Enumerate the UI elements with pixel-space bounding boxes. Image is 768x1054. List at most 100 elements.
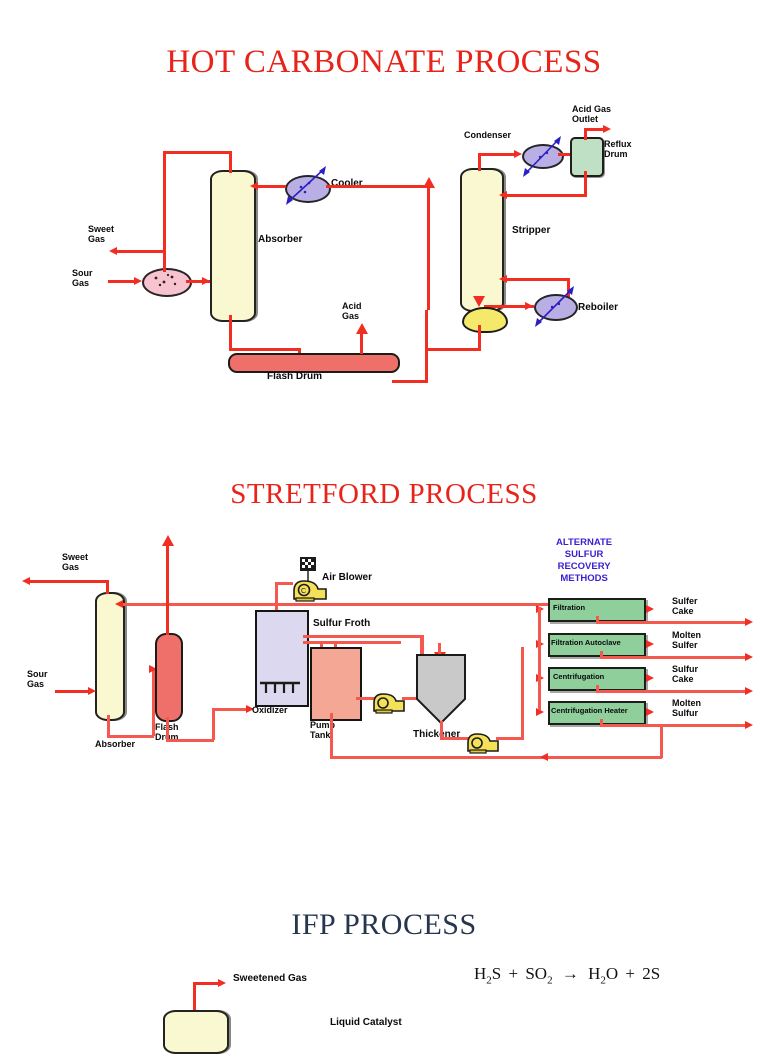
recovery-box-3-label: Centrifugation Heater [551,706,628,715]
pipe-reflux-return-drop [584,171,587,197]
arrow-flash-vent [162,535,174,546]
equation-plus-2: + [625,964,635,983]
thickener-vessel [416,654,466,725]
pipe-tank-to-pump [356,697,378,700]
arrow-into-oxidizer [246,705,254,713]
solution-pump [373,693,405,714]
pipe-air-in [275,582,293,585]
air-blower: C [293,557,327,602]
reflux-drum-label: Reflux Drum [604,139,632,159]
equation-arrow: → [561,964,579,983]
pipe-absorber-top-riser [229,151,232,173]
recovery-output-2-label: Sulfur Cake [672,664,698,684]
pipe-output-drop-0 [596,616,599,623]
stretford-title: STRETFORD PROCESS [230,478,538,510]
ifp-title: IFP PROCESS [291,908,477,941]
equation-so2: SO2 [525,964,556,987]
recovery-output-0-label: Sulfer Cake [672,596,698,616]
pipe-flash-to-ox-1 [166,739,214,742]
equation-h2o-sub: 2 [600,974,606,987]
hot-carbonate-diagram: Absorber Sour Gas Sweet Gas [0,95,768,395]
pipe-sour-gas-in [108,280,136,283]
pipe-lean-return-top [122,603,638,606]
pipe-reboiler-return [506,278,570,281]
inlet-separator-speckles [154,273,177,287]
stretford-absorber-label: Absorber [95,739,136,749]
pipe-slurry-pump-out [496,737,524,740]
pipe-lean-run [425,348,481,351]
arrow-acid-gas-outlet [603,125,611,133]
arrow-rich-riser [423,177,435,188]
pipe-flash-to-ox-2 [212,708,250,711]
oxidizer-vessel [255,610,309,707]
equation-2s: 2S [642,964,661,983]
pipe-stretford-sweet-out [30,580,108,583]
pipe-froth-top [303,635,423,638]
pipe-mixer-to-absorber [186,280,210,283]
recovery-box-1 [548,633,646,657]
sweetened-gas-label: Sweetened Gas [233,973,307,984]
pipe-rich-to-cooler [326,185,430,188]
ifp-equation: H2S + SO2 → H2O + 2S [474,964,660,986]
arrow-recovery-out-3 [646,708,654,716]
pipe-stretford-sour-in [55,690,91,693]
pipe-reflux-return [506,194,586,197]
arrow-output-run-2 [745,687,753,695]
pipe-absorber-bottom-drop [107,715,110,737]
liquid-catalyst-label: Liquid Catalyst [330,1017,402,1028]
pipe-slurry-riser [521,647,524,739]
absorber-vessel [210,170,256,322]
sour-gas-label: Sour Gas [72,268,93,288]
inlet-separator [142,268,192,297]
arrow-stretford-sweet-out [22,577,30,585]
pipe-sweet-gas-out [117,250,165,253]
equation-so2-so: SO [525,964,548,983]
absorber-label: Absorber [258,234,303,245]
acid-gas-outlet-label: Acid Gas Outlet [572,104,612,124]
oxidizer-label: Oxidizer [252,705,288,715]
pipe-sump-to-reboiler [484,305,534,308]
arrow-cooler-to-absorber [250,182,258,190]
pipe-absorber-to-flash2 [107,735,154,738]
equation-h2s-s: S [491,964,502,983]
stretford-sweet-gas-label: Sweet Gas [62,552,89,572]
arrow-into-flash [149,665,157,673]
arrow-recovery-out-0 [646,605,654,613]
hot-carbonate-title: HOT CARBONATE PROCESS [166,44,602,80]
condenser-duty-arrows [523,136,561,177]
pipe-recovery-manifold [538,607,541,710]
sulfur-froth-label: Sulfur Froth [313,618,371,629]
pipe-cooler-to-absorber [256,185,286,188]
equation-so2-sub: 2 [547,974,553,987]
stripper-vessel [460,168,504,312]
condenser-label: Condenser [464,130,512,140]
ifp-diagram: Sweetened Gas Liquid Catalyst H2S + SO2 … [0,960,768,1054]
pipe-recycle-to-tank [330,713,333,758]
arrow-sump-to-reboiler [525,302,533,310]
cooler-duty-arrows [286,166,326,205]
pipe-froth-jog2 [438,643,441,657]
recovery-box-2-label: Centrifugation [553,672,605,681]
pipe-absorber-bottom [229,315,232,351]
arrow-stripper-bottom [473,296,485,307]
pipe-lean-drop [478,325,481,351]
pipe-overhead-to-condenser [478,153,518,156]
ifp-absorber-vessel [163,1010,229,1054]
svg-text:C: C [301,588,306,595]
air-blower-label: Air Blower [322,572,373,583]
flash-drum-label: Flash Drum [267,371,323,382]
arrow-recovery-in-3 [536,708,544,716]
pipe-pump-out [402,697,424,700]
pipe-absorber-top-cross [163,151,232,154]
arrow-output-run-1 [745,653,753,661]
recovery-output-1-label: Molten Sulfer [672,630,701,650]
arrow-lean-return [115,600,123,608]
reboiler-exchanger [534,294,578,321]
pipe-output-run-0 [596,621,748,624]
pipe-absorber-to-flash [229,348,301,351]
pipe-flash-out-drop [166,717,169,741]
equation-h2o: H2O [588,964,622,987]
arrow-to-condenser [514,150,522,158]
pipe-froth-top2 [303,641,401,644]
pipe-output-drop-2 [596,685,599,692]
